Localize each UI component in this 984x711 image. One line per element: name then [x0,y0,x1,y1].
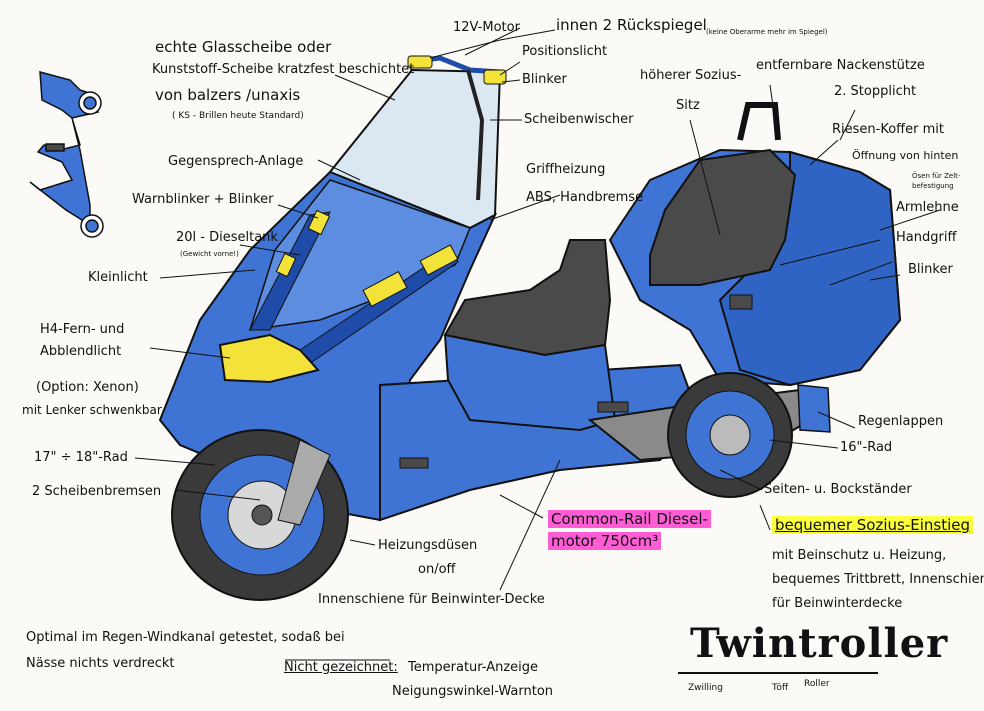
glass-label-1: echte Glasscheibe oder [155,38,332,56]
nozzle-label-1: Heizungsdüsen [378,538,478,553]
tested-label-2: Nässe nichts verdreckt [26,656,175,671]
mirror-right [483,69,507,85]
rear-indicator-label: Blinker [908,262,953,277]
glass-label-2: Kunststoff-Scheibe kratzfest beschichtet [152,62,415,77]
rear-handle [729,294,753,310]
leader-lines [134,27,941,661]
stripe-lamp-2 [419,244,459,276]
tank-label-2: (Gewicht vorne!) [180,250,239,258]
grip-heating-label: Griffheizung [526,162,606,177]
title-underline [678,672,878,674]
hazard-label: Warnblinker + Blinker [132,192,274,207]
stand-label: Seiten- u. Bockständer [764,482,912,497]
title-part-roller: Roller [804,679,830,689]
small-light-label: Kleinlicht [88,270,148,285]
glass-label-3: von balzers /unaxis [155,86,301,104]
h4-label-4: mit Lenker schwenkbar [22,403,162,417]
engine-label-1-text: Common-Rail Diesel- [548,510,711,528]
rear-entry-label-text: bequemer Sozius-Einstieg [772,516,974,534]
brakes-label: 2 Scheibenbremsen [32,484,162,499]
not-drawn-item-2: Neigungswinkel-Warnton [392,684,554,699]
rear-entry-label-2: mit Beinschutz u. Heizung, [772,548,947,563]
nozzle-vent [597,401,629,413]
mirrors-label: innen 2 Rückspiegel [556,16,707,34]
abs-label: ABS, Handbremse [526,190,644,205]
headrest-label: entfernbare Nackenstütze [756,58,925,73]
handle-label: Handgriff [896,230,957,245]
inner-rail-label: Innenschiene für Beinwinter-Decke [318,592,545,607]
wiper-label: Scheibenwischer [524,112,634,127]
h4-label-2: Abblendlicht [40,344,122,359]
title-part-zwilling: Zwilling [688,683,723,693]
mirrors-note: (keine Oberarme mehr im Spiegel) [706,28,828,36]
headlight [218,333,320,384]
not-drawn-label: Nicht gezeichnet: [284,660,398,675]
indicator-lamp [307,209,331,236]
tank-label-1: 20l - Dieseltank [176,230,278,245]
nozzle-label-2: on/off [418,562,456,577]
mirror-left [407,55,433,69]
title-part-toeff: Töff [772,683,789,693]
wheel17-label: 17" ÷ 18"-Rad [34,450,128,465]
higher-seat-label-2: Sitz [676,98,700,113]
wiper [466,69,485,201]
rear-entry-label-4: für Beinwinterdecke [772,596,903,611]
case-label-2: Öffnung von hinten [852,149,959,162]
tank-lamp [275,252,297,278]
h4-label-3: (Option: Xenon) [36,380,139,395]
h4-label-1: H4-Fern- und [40,322,125,337]
armrest-label: Armlehne [896,200,959,215]
wheel16-label: 16"-Rad [840,440,893,455]
higher-seat-label-1: höherer Sozius- [640,68,742,83]
rear-wheel [667,372,793,498]
page-title: Twintroller [690,620,949,667]
front-indicator-label: Blinker [522,72,567,87]
dash-panel [248,179,471,331]
tested-label-1: Optimal im Regen-Windkanal getestet, sod… [26,630,345,645]
rear-seat [649,148,797,286]
stripe-lamp [362,270,408,308]
mudflap-label: Regenlappen [858,414,944,429]
headrest [737,102,781,141]
engine-label-1: Common-Rail Diesel- [548,510,711,529]
engine-label-2-text: motor 750cm³ [548,532,662,550]
case-label-1: Riesen-Koffer mit [832,122,944,137]
engine-label-2: motor 750cm³ [548,532,662,551]
tent-label-1: Ösen für Zelt- [912,172,961,180]
rear-entry-label-3: bequemes Trittbrett, Innenschiene [772,572,984,587]
mudflap [797,384,831,433]
glass-label-4: ( KS - Brillen heute Standard) [172,111,304,121]
side-view-sketch [29,71,104,238]
stoplight-label: 2. Stopplicht [834,84,917,99]
motor-12v-label: 12V-Motor [453,20,520,35]
not-drawn-item-1: Temperatur-Anzeige [408,660,539,675]
nozzle-vent-2 [399,457,429,469]
tent-label-2: befestigung [912,182,954,190]
rear-entry-label: bequemer Sozius-Einstieg [772,516,974,535]
intercom-label: Gegensprech-Anlage [168,154,304,169]
front-wheel [171,429,349,601]
position-light-label: Positionslicht [522,44,608,59]
